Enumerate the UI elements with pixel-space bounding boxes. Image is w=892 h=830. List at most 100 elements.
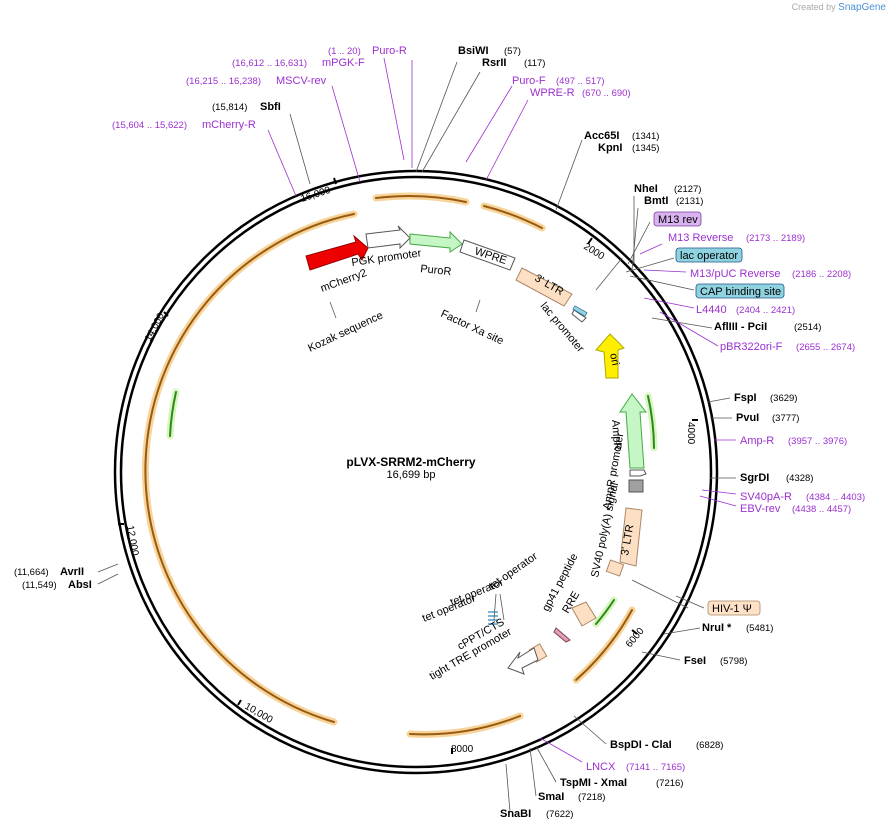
enzyme-name: SgrDI	[740, 472, 769, 484]
ampr-promoter-arrow	[629, 469, 647, 477]
enzyme-name: SnaBI	[500, 808, 531, 820]
tight-tre-arrow	[507, 647, 539, 675]
enzyme-name: BspDI - ClaI	[610, 739, 672, 751]
primer-name: LNCX	[586, 761, 616, 773]
enzyme-position: (117)	[524, 58, 545, 69]
enzyme-position: (1345)	[632, 143, 659, 154]
enzyme-position: (6828)	[696, 740, 723, 751]
primer-position: (2404 .. 2421)	[736, 305, 795, 316]
leader-lines	[97, 61, 736, 813]
feature-label-ori: ori	[607, 352, 621, 366]
enzyme-position: (3629)	[770, 393, 797, 404]
enzyme-position: (5481)	[746, 623, 773, 634]
sv40-polya-box	[628, 479, 644, 493]
snapgene-logo: Created by SnapGene	[791, 2, 886, 13]
lac-operator-box	[675, 247, 743, 263]
tick-marks	[118, 177, 698, 754]
cap-binding-site-label: CAP binding site	[700, 286, 781, 298]
enzyme-name: AbsI	[68, 579, 92, 591]
3ltr-box-bottom	[619, 507, 643, 567]
enzyme-position: (5798)	[720, 656, 747, 667]
primer-leader-lines	[267, 57, 737, 763]
primer-name: mCherry-R	[202, 119, 256, 131]
enzyme-position: (2127)	[674, 184, 701, 195]
feature-label-ampr: AmpR	[609, 419, 623, 450]
puror-arrow	[409, 230, 463, 253]
tick-label: 14,000	[143, 311, 167, 344]
primer-name: SV40pA-R	[740, 491, 792, 503]
cap-binding-site-box	[695, 283, 785, 299]
primer-position: (2186 .. 2208)	[792, 269, 851, 280]
ampr-arrow	[619, 393, 648, 469]
enzyme-name: FspI	[734, 392, 757, 404]
enzyme-position: (57)	[504, 46, 521, 57]
enzyme-name: AvrII	[60, 566, 84, 578]
primer-name: WPRE-R	[530, 87, 575, 99]
primer-position: (3957 .. 3976)	[788, 436, 847, 447]
small-ltr-box	[605, 559, 625, 577]
enzyme-name: KpnI	[598, 142, 622, 154]
enzyme-name: RsrII	[482, 57, 506, 69]
enzyme-name: PvuI	[736, 412, 759, 424]
tick-label: 6000	[624, 625, 647, 649]
enzyme-name: TspMI - XmaI	[560, 777, 627, 789]
primer-position: (7141 .. 7165)	[626, 762, 685, 773]
enzyme-position: (7216)	[656, 778, 683, 789]
feature-label-tet-operator: tet operator	[487, 550, 540, 592]
enzyme-labels: BsiWI (57) RsrII (117) Acc65I (1341) Kpn…	[14, 45, 821, 820]
primer-position: (2655 .. 2674)	[796, 342, 855, 353]
enzyme-name: Acc65I	[584, 130, 619, 142]
enzyme-name: BmtI	[644, 195, 668, 207]
wpre-box	[459, 239, 516, 271]
primer-name: M13 Reverse	[668, 232, 733, 244]
primer-name: mPGK-F	[322, 57, 365, 69]
enzyme-position: (7622)	[546, 809, 573, 820]
primer-position: (15,604 .. 15,622)	[112, 120, 187, 131]
plasmid-size: 16,699 bp	[387, 469, 436, 481]
primer-position: (16,215 .. 16,238)	[186, 76, 261, 87]
tick-label: 12,000	[124, 525, 140, 557]
primer-name: Amp-R	[740, 435, 774, 447]
m13-rev-box	[653, 211, 702, 227]
tet-operator-markers	[488, 611, 498, 625]
feature-label-factor-xa: Factor Xa site	[439, 308, 506, 348]
enzyme-position: (3777)	[772, 413, 799, 424]
primer-name: Puro-F	[512, 75, 546, 87]
hiv-psi-label: HIV-1 Ψ	[712, 603, 752, 615]
feature-label-kozak: Kozak sequence	[306, 309, 385, 354]
enzyme-name: AflIII - PciI	[714, 321, 767, 333]
backbone-inner-ring	[119, 175, 713, 769]
primer-name: L4440	[696, 304, 727, 316]
enzyme-position: (7218)	[578, 792, 605, 803]
orf-arcs	[141, 192, 658, 738]
primer-position: (4384 .. 4403)	[806, 492, 865, 503]
tick-label: 8000	[451, 744, 474, 755]
plasmid-name: pLVX-SRRM2-mCherry	[346, 455, 475, 469]
primer-position: (4438 .. 4457)	[792, 504, 851, 515]
ori-arrow	[595, 333, 625, 379]
enzyme-name: NheI	[634, 183, 658, 195]
lac-promoter-marker	[571, 309, 587, 323]
feature-label-wpre: WPRE	[473, 245, 508, 267]
primer-position: (16,612 .. 16,631)	[232, 58, 307, 69]
m13-rev-label: M13 rev	[658, 214, 698, 226]
primer-labels: Puro-R (1 .. 20) mPGK-F (16,612 .. 16,63…	[112, 45, 865, 773]
hiv-psi-box	[707, 600, 761, 616]
pgk-promoter-arrow	[365, 225, 411, 250]
lac-operator-label: lac operator	[680, 250, 738, 262]
enzyme-position: (4328)	[786, 473, 813, 484]
enzyme-position: (2514)	[794, 322, 821, 333]
gp41-marker	[553, 627, 571, 643]
primer-position: (1 .. 20)	[328, 46, 361, 57]
enzyme-name: FseI	[684, 655, 706, 667]
enzyme-name: SbfI	[260, 101, 281, 113]
feature-shapes	[305, 225, 648, 675]
feature-label-mcherry2: mCherry2	[319, 267, 368, 295]
3ltr-box-top	[515, 267, 573, 307]
primer-name: EBV-rev	[740, 503, 781, 515]
primer-name: M13/pUC Reverse	[690, 268, 780, 280]
lac-operator-marker	[572, 305, 588, 317]
enzyme-position: (11,549)	[22, 580, 57, 591]
enzyme-position: (1341)	[632, 131, 659, 142]
plasmid-title: pLVX-SRRM2-mCherry 16,699 bp	[346, 455, 475, 481]
